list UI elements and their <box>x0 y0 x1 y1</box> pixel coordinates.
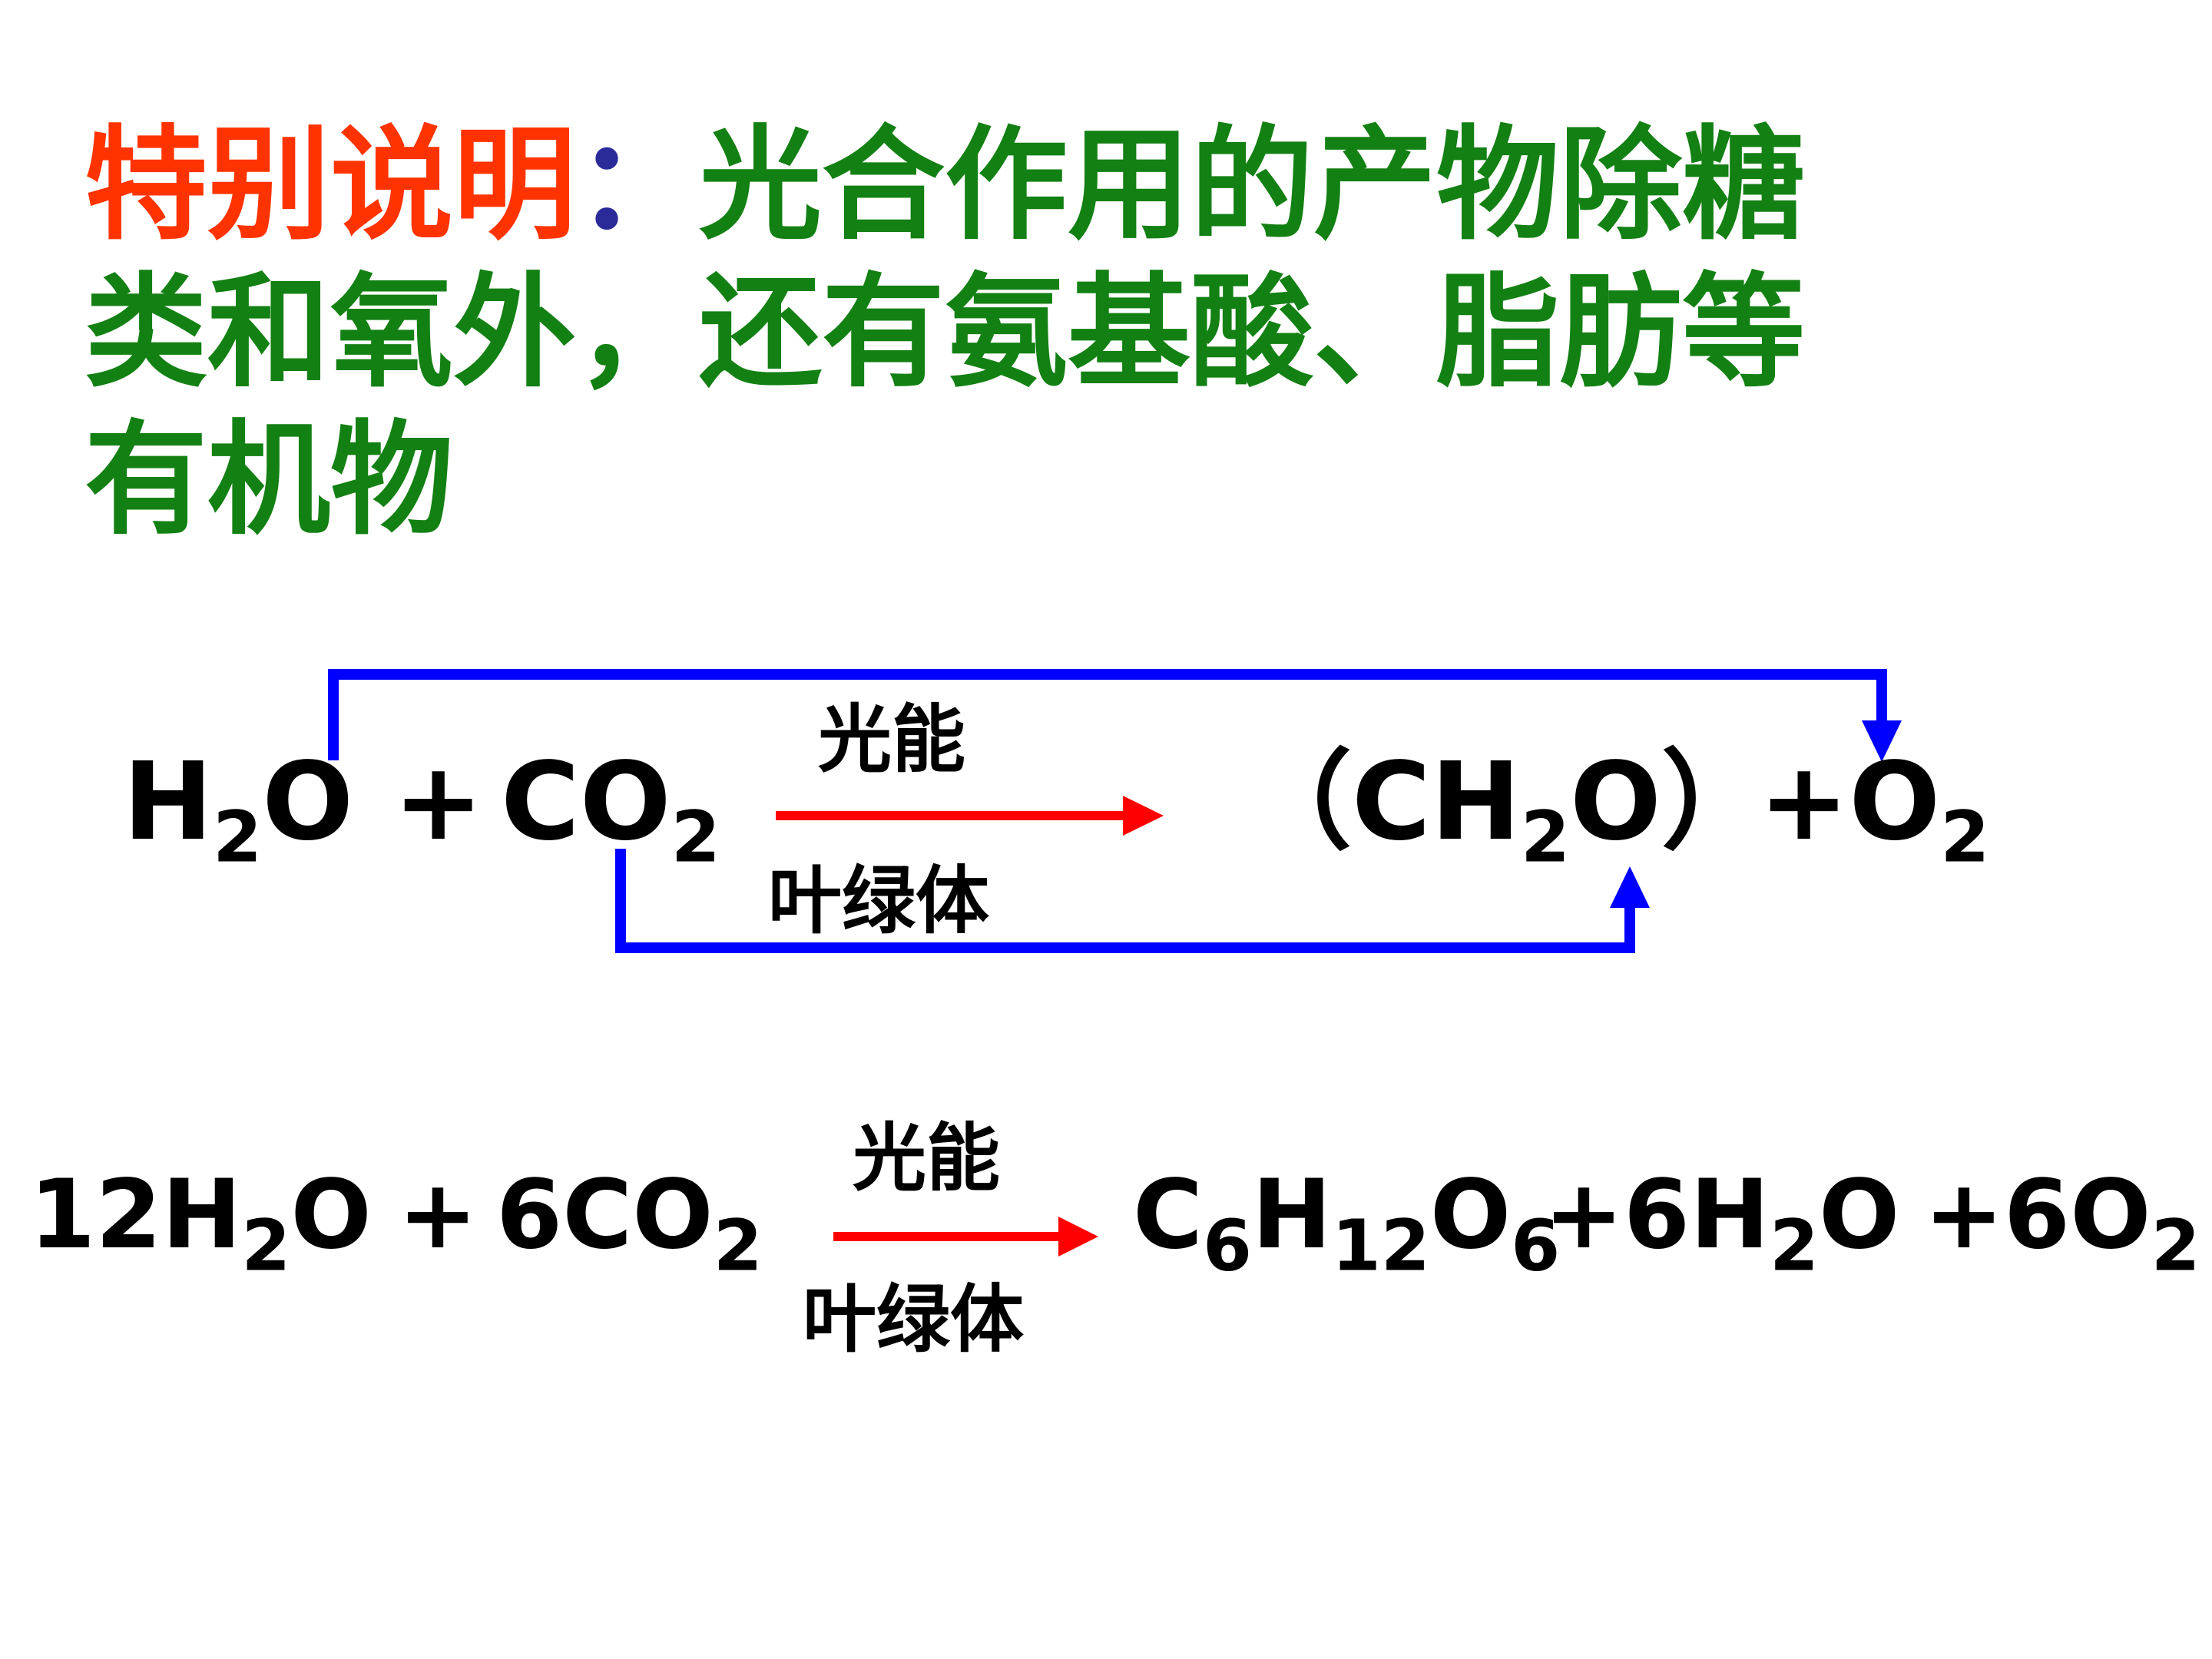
heading-line-2: 类和氧外，还有氨基酸、脂肪等 <box>84 260 1806 404</box>
eq1-carbohydrate: （CH2O） <box>1244 740 1769 879</box>
eq1-plus: + <box>393 740 484 865</box>
eq1-condition-light: 光能 <box>818 697 965 783</box>
eq2-glucose: C6H12O6 <box>1133 1160 1561 1287</box>
tracer-carbon-arrowhead <box>1610 866 1650 908</box>
eq1-water: H2O <box>123 740 354 879</box>
heading-label: 特别说明 <box>84 113 577 257</box>
heading-text-1: 光合作用的产物除糖 <box>699 113 1806 257</box>
note-heading: 特别说明：光合作用的产物除糖 类和氧外，还有氨基酸、脂肪等 有机物 <box>84 111 2097 554</box>
heading-line-1: 特别说明：光合作用的产物除糖 <box>84 111 2097 259</box>
eq2-water-product: +6H2O <box>1544 1160 1900 1287</box>
heading-colon: ： <box>576 113 700 257</box>
eq2-condition-chloroplast: 叶绿体 <box>803 1277 1024 1363</box>
eq2-carbon-dioxide: 6CO2 <box>496 1160 763 1287</box>
eq2-plus: + <box>398 1160 478 1270</box>
eq1-condition-chloroplast: 叶绿体 <box>768 858 989 944</box>
heading-line-3: 有机物 <box>84 408 454 551</box>
reaction-arrow-2-head <box>1058 1217 1098 1257</box>
eq1-carbon-dioxide: CO2 <box>501 740 720 879</box>
eq2-condition-light: 光能 <box>853 1115 1000 1201</box>
eq2-water: 12H2O <box>29 1160 372 1287</box>
eq2-oxygen: +6O2 <box>1924 1160 2200 1287</box>
reaction-arrow-1-head <box>1123 796 1164 836</box>
eq1-oxygen: +O2 <box>1759 740 1990 879</box>
